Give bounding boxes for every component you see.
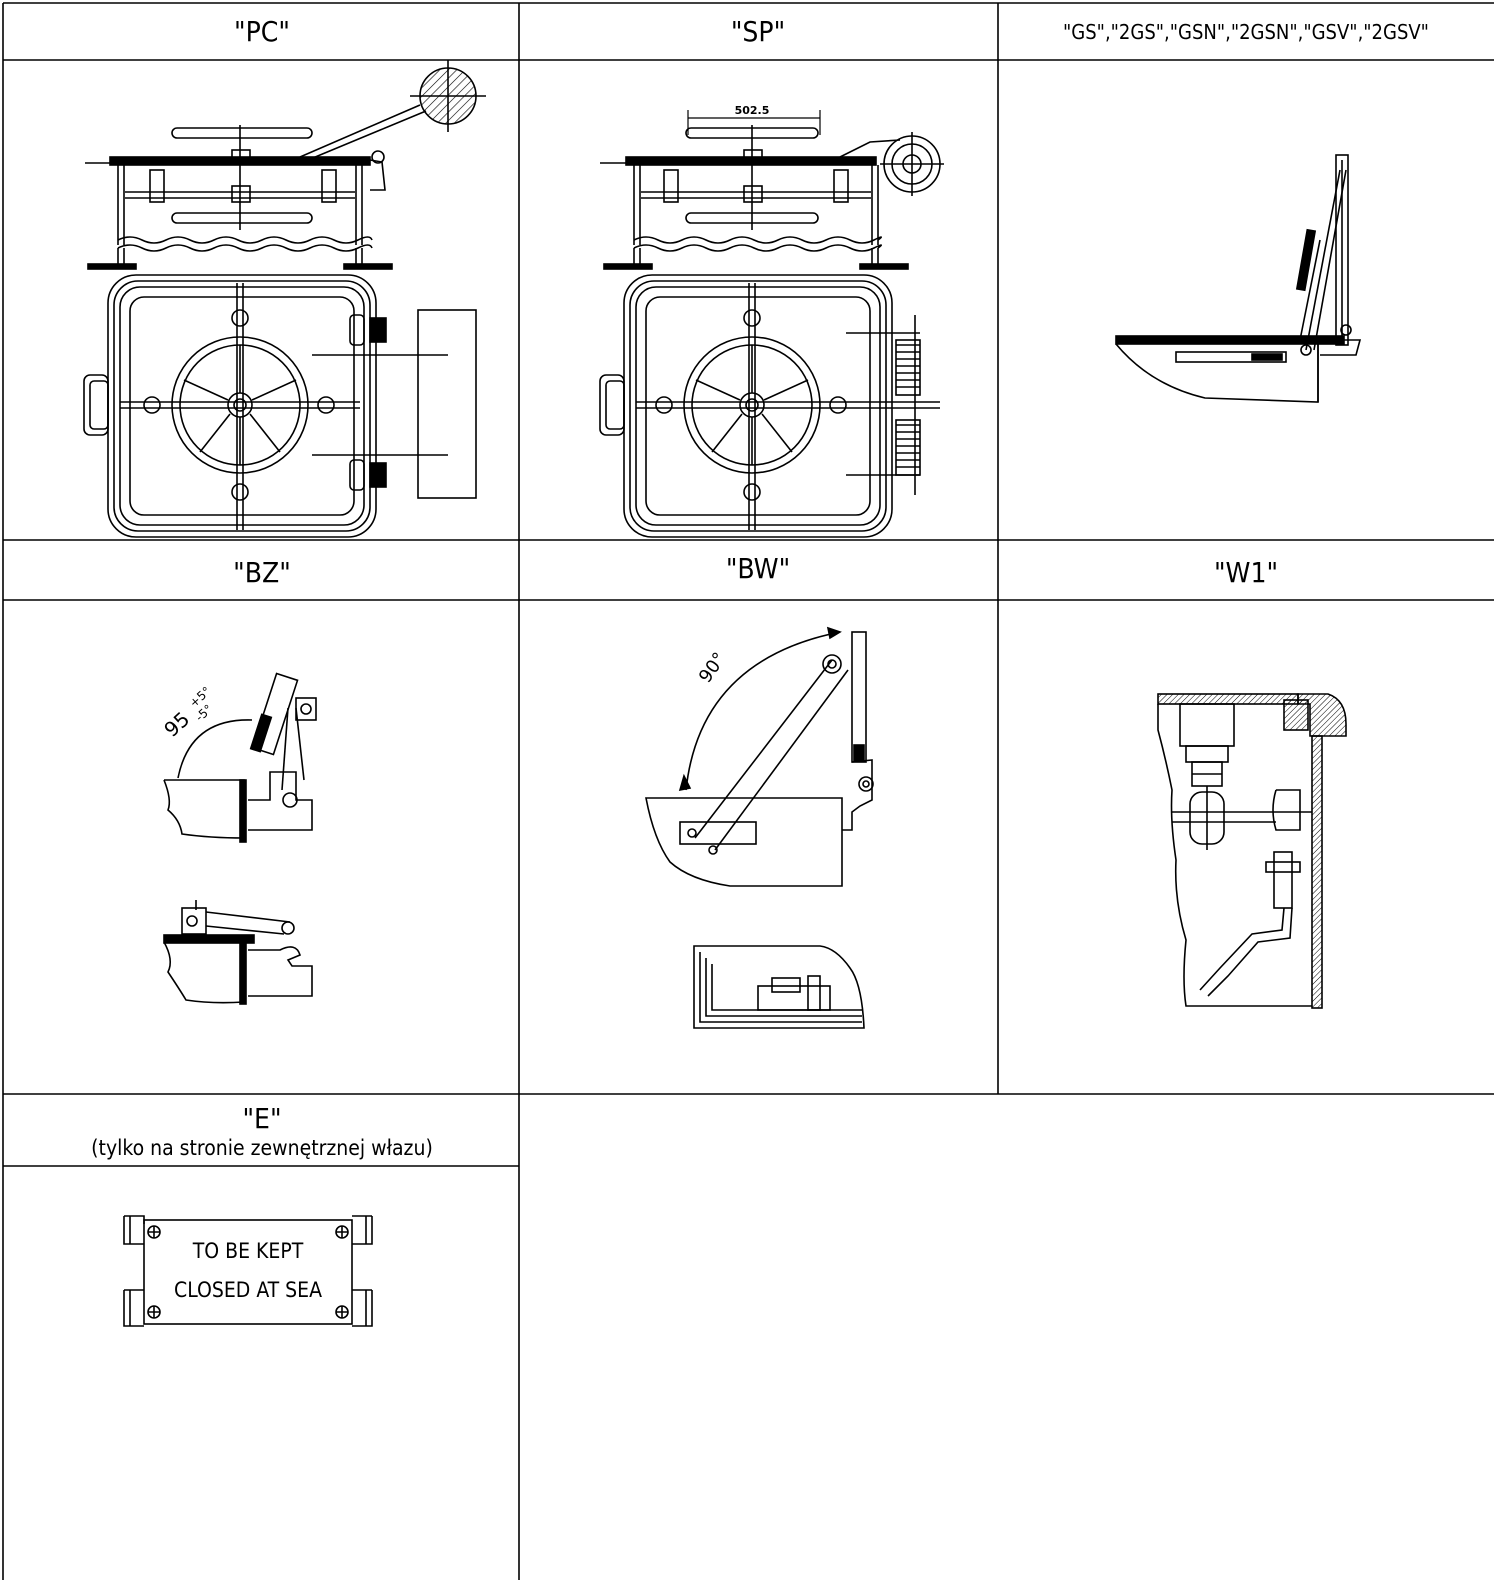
sp-spring-drawing: 502.5 <box>599 104 944 538</box>
header-w1: "W1" <box>1214 556 1278 589</box>
sp-plan-view <box>599 274 940 538</box>
header-bz: "BZ" <box>233 556 291 589</box>
header-e: "E" <box>242 1102 281 1135</box>
w1-limit-switch-drawing <box>1157 693 1347 1009</box>
pc-plan-view <box>83 274 477 538</box>
header-gs: "GS","2GS","GSN","2GSN","GSV","2GSV" <box>1063 20 1429 44</box>
sp-dimension-label: 502.5 <box>735 104 770 117</box>
sp-side-view: 502.5 <box>600 104 944 270</box>
pc-side-view <box>85 60 486 270</box>
header-pc: "PC" <box>234 15 290 48</box>
gs-gas-strut-drawing <box>1115 154 1362 403</box>
e-warning-plate <box>123 1215 373 1327</box>
header-e-subtitle: (tylko na stronie zewnętrznej włazu) <box>91 1136 433 1160</box>
bz-clamp-drawing: 95 +5° -5° <box>159 672 317 1005</box>
pc-hatch-drawing <box>83 60 486 538</box>
header-bw: "BW" <box>726 552 790 585</box>
bw-angle-label: 90° <box>695 649 731 687</box>
bw-wing-drawing: 90° <box>645 626 874 1029</box>
header-sp: "SP" <box>731 15 785 48</box>
bz-angle-value: 95 <box>159 707 194 742</box>
plate-line-1: TO BE KEPT <box>192 1239 304 1263</box>
plate-line-2: CLOSED AT SEA <box>174 1278 322 1302</box>
